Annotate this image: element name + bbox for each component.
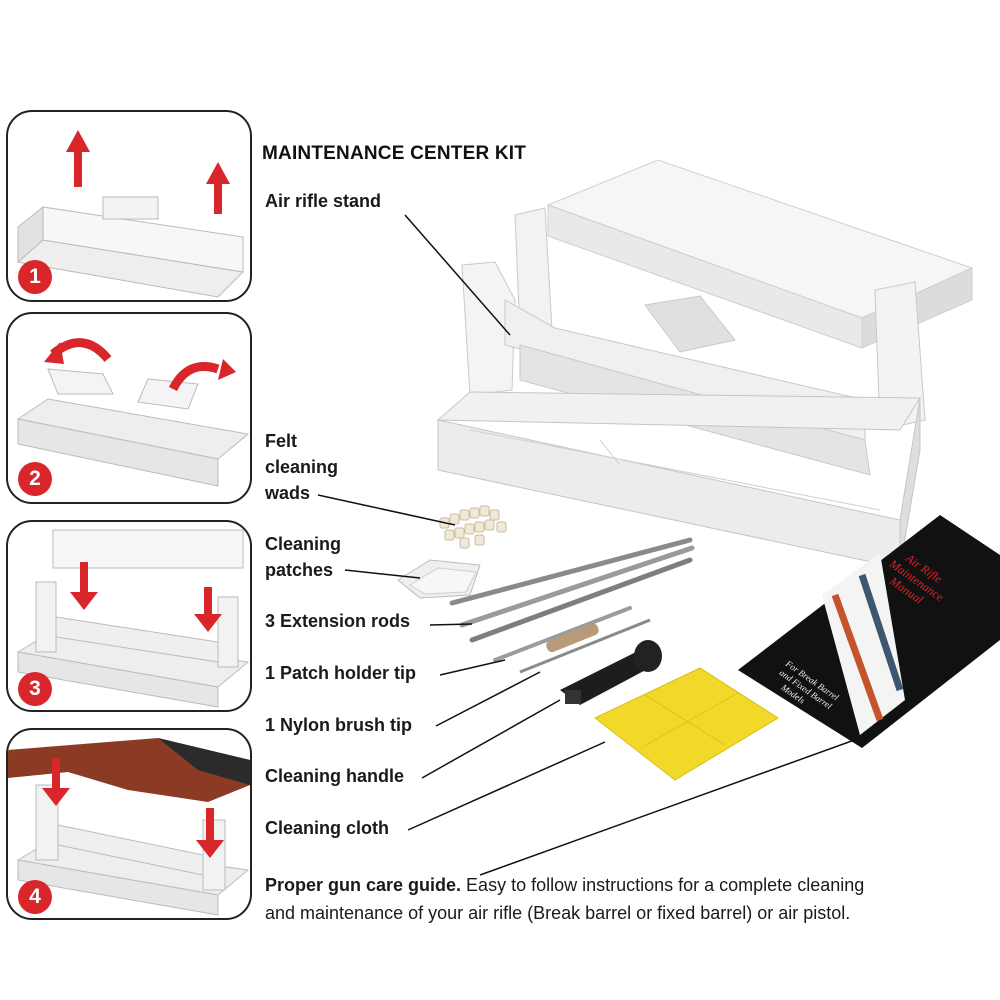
nylon-brush-tip [519, 618, 651, 674]
label-patch-holder-tip: 1 Patch holder tip [265, 663, 417, 683]
guide-line-1-rest: Easy to follow instructions for a comple… [461, 875, 865, 895]
label-patches-line-2: patches [265, 560, 334, 580]
step-4-illustration [8, 738, 250, 916]
label-felt-line-2: cleaning [265, 457, 339, 477]
guide-line-1: Proper gun care guide. Easy to follow in… [265, 871, 985, 899]
label-air-rifle-stand: Air rifle stand [265, 191, 382, 211]
step-badge-1: 1 [18, 260, 52, 294]
cleaning-cloth [594, 667, 779, 781]
cleaning-patches [397, 559, 481, 599]
step-panel-4: 4 [6, 728, 252, 920]
label-patches-line-1: Cleaning [265, 534, 342, 554]
step-badge-2: 2 [18, 462, 52, 496]
cleaning-handle [560, 640, 662, 705]
step-badge-3: 3 [18, 672, 52, 706]
step-badge-4: 4 [18, 880, 52, 914]
label-felt-line-3: wads [265, 483, 311, 503]
label-felt-cleaning-wads: Felt cleaning wads [265, 428, 338, 506]
extension-rods [449, 537, 695, 643]
label-cleaning-cloth: Cleaning cloth [265, 818, 390, 838]
step-1-illustration [16, 130, 245, 298]
callout-lines [317, 214, 861, 876]
gun-care-guide-text: Proper gun care guide. Easy to follow in… [265, 871, 985, 927]
step-panel-3: 3 [6, 520, 252, 712]
step-panel-1: 1 [6, 110, 252, 302]
label-cleaning-patches: Cleaning patches [265, 531, 341, 583]
base-tray [436, 391, 921, 569]
patch-holder-tip [493, 606, 632, 662]
step-panel-2: 2 [6, 312, 252, 504]
label-cleaning-handle: Cleaning handle [265, 766, 405, 786]
label-extension-rods: 3 Extension rods [265, 611, 411, 631]
guide-line-2: and maintenance of your air rifle (Break… [265, 903, 851, 923]
guide-bold: Proper gun care guide. [265, 875, 462, 895]
felt-wads [439, 505, 507, 549]
label-nylon-brush-tip: 1 Nylon brush tip [265, 715, 413, 735]
label-felt-line-1: Felt [265, 431, 298, 451]
gun-care-manual [738, 515, 1000, 748]
step-3-illustration [16, 529, 250, 708]
page-title: MAINTENANCE CENTER KIT [262, 143, 527, 164]
step-2-illustration [16, 338, 250, 487]
